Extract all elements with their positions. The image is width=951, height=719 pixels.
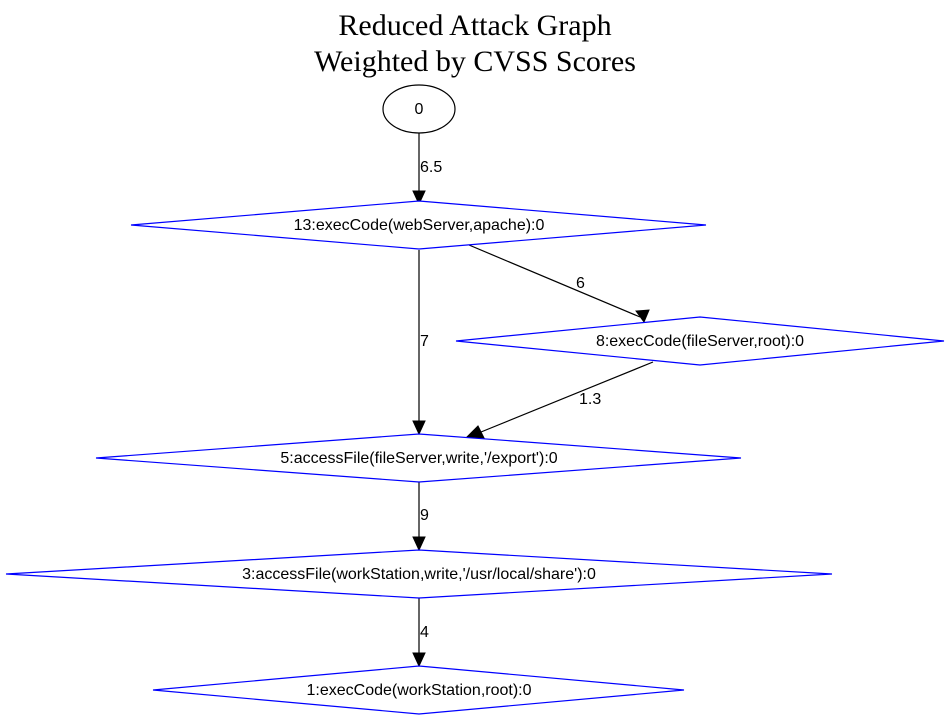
graph-title-line1: Reduced Attack Graph bbox=[338, 9, 611, 42]
edge-8-5: 1.3 bbox=[465, 361, 654, 439]
edge-label-13-8: 6 bbox=[576, 275, 585, 292]
edge-13-5: 7 bbox=[412, 250, 429, 436]
node-8-label: 8:execCode(fileServer,root):0 bbox=[596, 333, 804, 350]
edge-label-0-13: 6.5 bbox=[420, 159, 442, 176]
edge-0-13: 6.5 bbox=[412, 133, 442, 206]
graph-title-line2: Weighted by CVSS Scores bbox=[314, 45, 636, 78]
node-3[interactable]: 3:accessFile(workStation,write,'/usr/loc… bbox=[5, 549, 833, 599]
edge-label-8-5: 1.3 bbox=[579, 391, 601, 408]
node-0[interactable]: 0 bbox=[382, 84, 456, 134]
edge-label-5-3: 9 bbox=[420, 507, 429, 524]
edge-5-3: 9 bbox=[412, 482, 429, 552]
edge-13-8: 6 bbox=[468, 244, 650, 324]
node-1-label: 1:execCode(workStation,root):0 bbox=[307, 682, 532, 699]
edge-label-13-5: 7 bbox=[420, 333, 429, 350]
node-3-label: 3:accessFile(workStation,write,'/usr/loc… bbox=[242, 566, 596, 583]
node-13-label: 13:execCode(webServer,apache):0 bbox=[294, 217, 545, 234]
edge-3-1: 4 bbox=[412, 598, 429, 668]
node-5-label: 5:accessFile(fileServer,write,'/export')… bbox=[280, 450, 557, 467]
node-0-label: 0 bbox=[415, 101, 424, 118]
node-8[interactable]: 8:execCode(fileServer,root):0 bbox=[455, 316, 945, 366]
edge-label-3-1: 4 bbox=[420, 624, 429, 641]
node-13[interactable]: 13:execCode(webServer,apache):0 bbox=[130, 200, 707, 250]
node-1[interactable]: 1:execCode(workStation,root):0 bbox=[152, 665, 685, 715]
node-5[interactable]: 5:accessFile(fileServer,write,'/export')… bbox=[95, 433, 742, 483]
